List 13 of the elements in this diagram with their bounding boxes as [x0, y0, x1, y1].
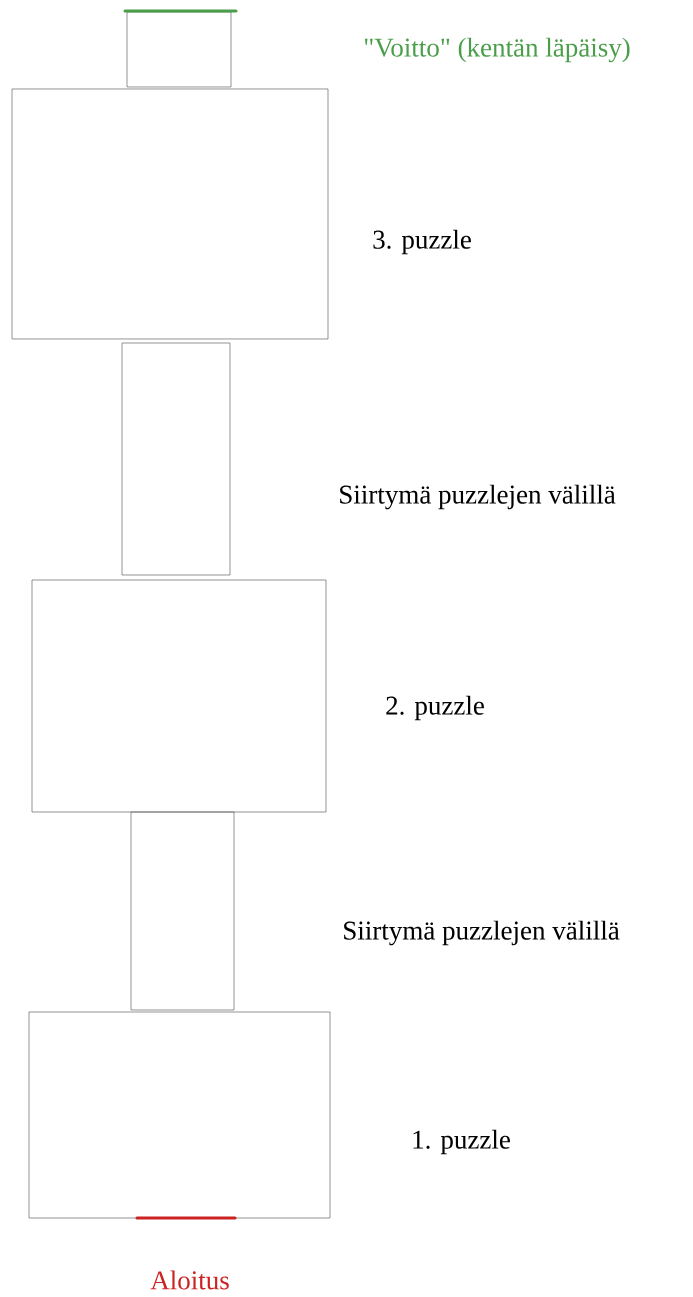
level-box: [28, 1011, 331, 1219]
level-label: 3. puzzle: [373, 229, 471, 255]
note-label: Siirtymä puzzlejen välillä: [340, 484, 616, 510]
level-box: [130, 811, 235, 1011]
note-label: Siirtymä puzzlejen välillä: [344, 920, 620, 946]
level-label: 2. puzzle: [386, 695, 484, 721]
note-label: "Voitto" (kentän läpäisy): [364, 37, 630, 63]
level-box: [126, 11, 232, 88]
level-box: [31, 579, 327, 813]
level-label: Aloitus: [150, 1270, 229, 1290]
level-box: [11, 88, 329, 340]
level-label: 1. puzzle: [413, 1129, 510, 1155]
level-box: [121, 342, 231, 576]
